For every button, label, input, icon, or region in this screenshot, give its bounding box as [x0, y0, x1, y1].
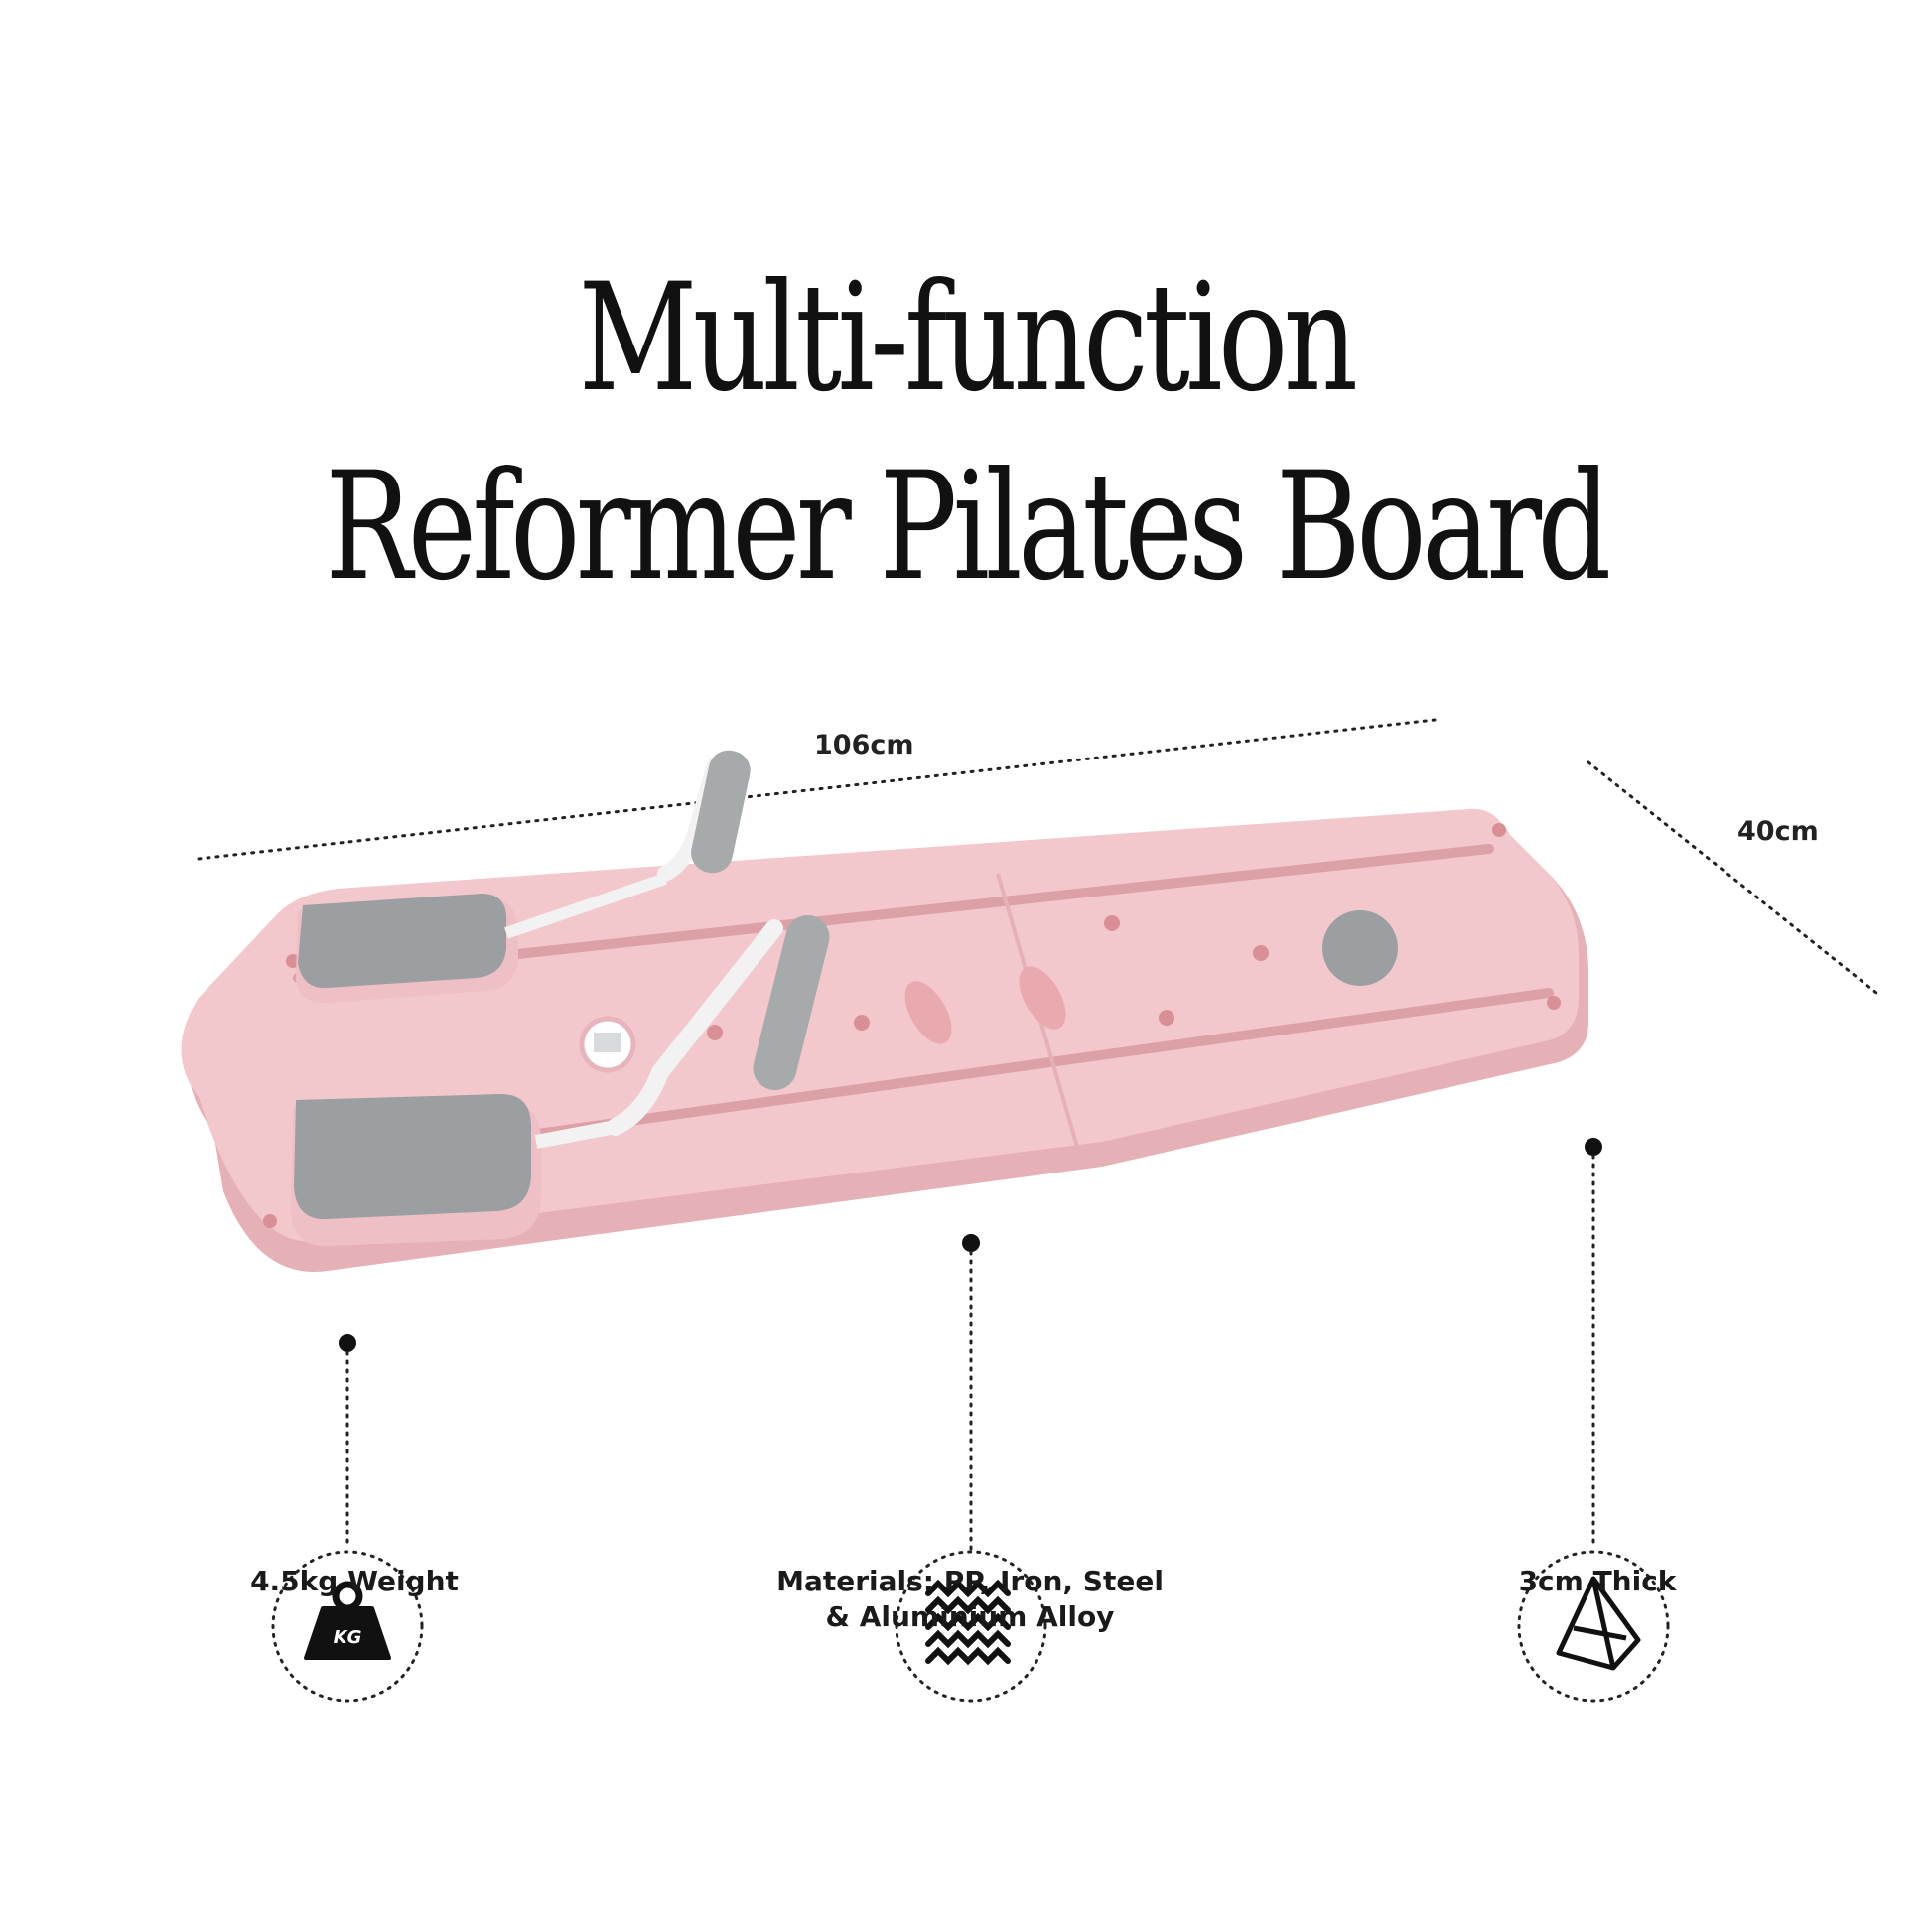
materials-label-line-2: & Aluminium Alloy — [825, 1600, 1115, 1633]
pyramid-icon — [1517, 1550, 1670, 1703]
material-texture-icon — [895, 1550, 1047, 1703]
materials-feature-label: Materials: PP, Iron, Steel & Aluminium A… — [732, 1564, 1208, 1635]
upper-pad-and-handle — [296, 750, 751, 1004]
width-dimension-label: 40cm — [1737, 816, 1819, 847]
kg-icon-text: KG — [334, 1627, 362, 1648]
materials-label-line-1: Materials: PP, Iron, Steel — [776, 1565, 1164, 1597]
length-dimension-line — [197, 718, 1437, 861]
kg-weight-icon: KG — [271, 1550, 424, 1703]
thickness-feature-label: 3cm Thick — [1518, 1565, 1677, 1597]
page-title-line-2: Reformer Pilates Board — [325, 440, 1611, 614]
callout-lines — [339, 1138, 1602, 1551]
length-dimension-label: 106cm — [814, 730, 914, 760]
width-dimension-line — [1587, 760, 1878, 995]
lower-pad-and-handle — [291, 915, 830, 1247]
weight-feature-label: 4.5kg Weight — [250, 1565, 459, 1597]
page-title-line-1: Multi-function — [578, 251, 1358, 425]
